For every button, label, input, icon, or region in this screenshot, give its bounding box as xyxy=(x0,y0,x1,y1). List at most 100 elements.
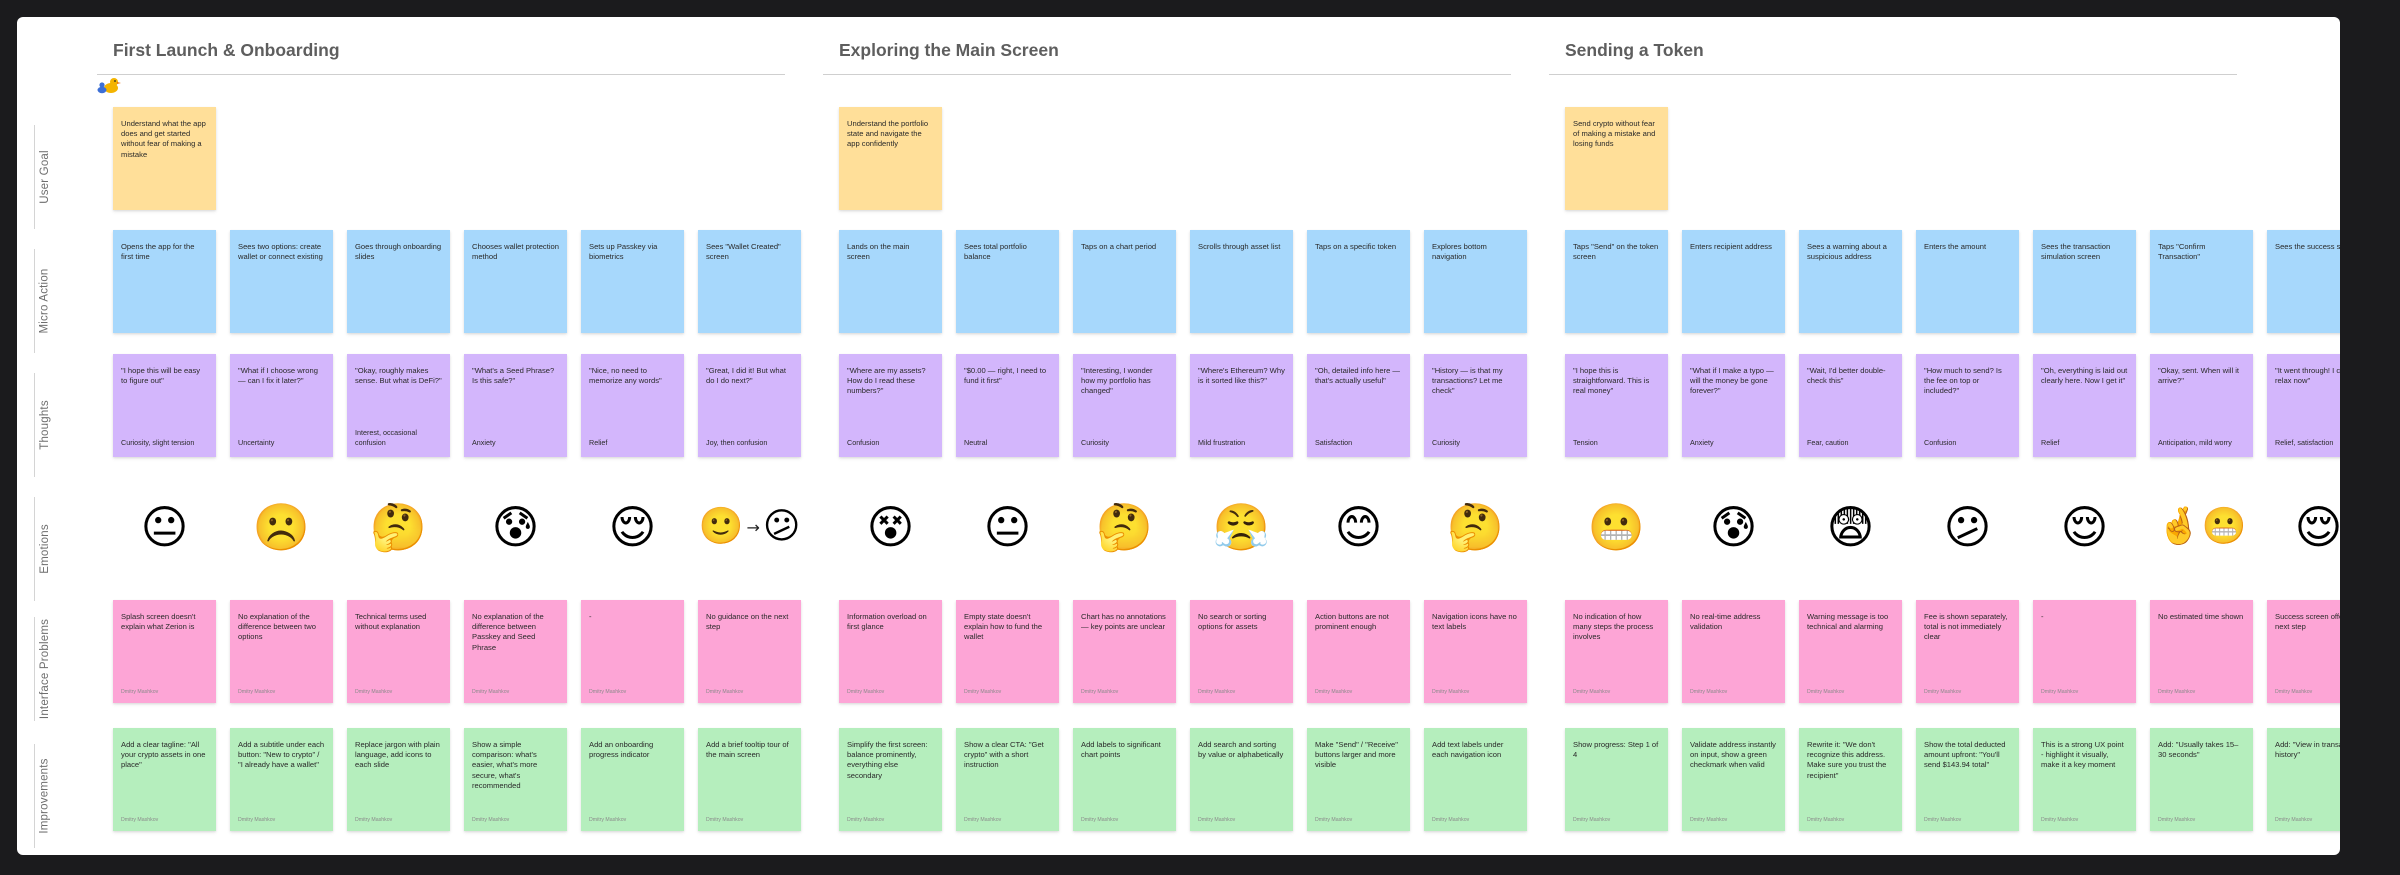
author-name: Dmitry Mashkov xyxy=(2158,689,2196,695)
row-label-text: Micro Action xyxy=(39,268,52,334)
improvement-sticky[interactable]: Show a simple comparison: what's easier,… xyxy=(464,728,567,831)
user-goal-sticky[interactable]: Understand the portfolio state and navig… xyxy=(839,107,942,210)
improvement-sticky[interactable]: Add a brief tooltip tour of the main scr… xyxy=(698,728,801,831)
thought-sticky[interactable]: "Where's Ethereum? Why is it sorted like… xyxy=(1190,354,1293,457)
thought-sticky[interactable]: "Okay, sent. When will it arrive?"Antici… xyxy=(2150,354,2253,457)
interface-problem-sticky[interactable]: No explanation of the difference between… xyxy=(230,600,333,703)
improvement-sticky[interactable]: Make "Send" / "Receive" buttons larger a… xyxy=(1307,728,1410,831)
micro-action-sticky[interactable]: Chooses wallet protection method xyxy=(464,230,567,333)
micro-action-sticky[interactable]: Enters recipient address xyxy=(1682,230,1785,333)
improvement-sticky[interactable]: Validate address instantly on input, sho… xyxy=(1682,728,1785,831)
interface-problem-sticky[interactable]: No explanation of the difference between… xyxy=(464,600,567,703)
micro-action-sticky[interactable]: Sees the success screen xyxy=(2267,230,2340,333)
sticky-text: "Nice, no need to memorize any words" xyxy=(589,366,662,386)
micro-action-sticky[interactable]: Taps "Send" on the token screen xyxy=(1565,230,1668,333)
micro-action-sticky[interactable]: Scrolls through asset list xyxy=(1190,230,1293,333)
improvement-sticky[interactable]: Add: "View in transaction history"Dmitry… xyxy=(2267,728,2340,831)
thought-sticky[interactable]: "What if I make a typo — will the money … xyxy=(1682,354,1785,457)
interface-problem-sticky[interactable]: Chart has no annotations — key points ar… xyxy=(1073,600,1176,703)
interface-problem-sticky[interactable]: No indication of how many steps the proc… xyxy=(1565,600,1668,703)
user-goal-sticky[interactable]: Send crypto without fear of making a mis… xyxy=(1565,107,1668,210)
sticky-text: Chart has no annotations — key points ar… xyxy=(1081,612,1166,632)
thought-sticky[interactable]: "Interesting, I wonder how my portfolio … xyxy=(1073,354,1176,457)
journey-map-board: User Goal Micro Action Thoughts Emotions… xyxy=(17,17,2340,855)
interface-problem-sticky[interactable]: Empty state doesn't explain how to fund … xyxy=(956,600,1059,703)
sticky-text: Simplify the first screen: balance promi… xyxy=(847,740,928,780)
thought-sticky[interactable]: "How much to send? Is the fee on top or … xyxy=(1916,354,2019,457)
thought-sticky[interactable]: "History — is that my transactions? Let … xyxy=(1424,354,1527,457)
thought-sticky[interactable]: "Wait, I'd better double-check this"Fear… xyxy=(1799,354,1902,457)
sticky-text: Sees total portfolio balance xyxy=(964,242,1027,262)
interface-problem-sticky[interactable]: Warning message is too technical and ala… xyxy=(1799,600,1902,703)
improvement-sticky[interactable]: Add a clear tagline: "All your crypto as… xyxy=(113,728,216,831)
thought-sticky[interactable]: "I hope this will be easy to figure out"… xyxy=(113,354,216,457)
improvement-sticky[interactable]: Add: "Usually takes 15–30 seconds"Dmitry… xyxy=(2150,728,2253,831)
micro-action-sticky[interactable]: Lands on the main screen xyxy=(839,230,942,333)
interface-problem-sticky[interactable]: Fee is shown separately, total is not im… xyxy=(1916,600,2019,703)
micro-action-sticky[interactable]: Opens the app for the first time xyxy=(113,230,216,333)
micro-action-sticky[interactable]: Sets up Passkey via biometrics xyxy=(581,230,684,333)
thought-sticky[interactable]: "Nice, no need to memorize any words"Rel… xyxy=(581,354,684,457)
row-label-interface-problems: Interface Problems xyxy=(34,617,55,721)
thought-sticky[interactable]: "It went through! I can relax now"Relief… xyxy=(2267,354,2340,457)
crossed-fingers-icon: 🤞 xyxy=(2156,506,2202,547)
author-name: Dmitry Mashkov xyxy=(1198,689,1236,695)
sticky-text: No explanation of the difference between… xyxy=(238,612,316,642)
thought-sticky[interactable]: "I hope this is straightforward. This is… xyxy=(1565,354,1668,457)
thought-sticky[interactable]: "Oh, detailed info here — that's actuall… xyxy=(1307,354,1410,457)
sticky-text: "$0.00 — right, I need to fund it first" xyxy=(964,366,1047,386)
improvement-sticky[interactable]: Rewrite it: "We don't recognize this add… xyxy=(1799,728,1902,831)
micro-action-sticky[interactable]: Enters the amount xyxy=(1916,230,2019,333)
thought-sticky[interactable]: "Okay, roughly makes sense. But what is … xyxy=(347,354,450,457)
sticky-text: Understand the portfolio state and navig… xyxy=(847,119,929,149)
user-goal-sticky[interactable]: Understand what the app does and get sta… xyxy=(113,107,216,210)
improvement-sticky[interactable]: This is a strong UX point - highlight it… xyxy=(2033,728,2136,831)
micro-action-sticky[interactable]: Explores bottom navigation xyxy=(1424,230,1527,333)
micro-action-sticky[interactable]: Sees a warning about a suspicious addres… xyxy=(1799,230,1902,333)
thought-sticky[interactable]: "Oh, everything is laid out clearly here… xyxy=(2033,354,2136,457)
improvement-sticky[interactable]: Add search and sorting by value or alpha… xyxy=(1190,728,1293,831)
section-divider-line xyxy=(97,74,785,75)
thought-sticky[interactable]: "What if I choose wrong — can I fix it l… xyxy=(230,354,333,457)
interface-problem-sticky[interactable]: -Dmitry Mashkov xyxy=(581,600,684,703)
improvement-sticky[interactable]: Replace jargon with plain language, add … xyxy=(347,728,450,831)
author-name: Dmitry Mashkov xyxy=(1924,817,1962,823)
improvement-sticky[interactable]: Add text labels under each navigation ic… xyxy=(1424,728,1527,831)
micro-action-sticky[interactable]: Sees the transaction simulation screen xyxy=(2033,230,2136,333)
interface-problem-sticky[interactable]: -Dmitry Mashkov xyxy=(2033,600,2136,703)
thought-sticky[interactable]: "Great, I did it! But what do I do next?… xyxy=(698,354,801,457)
micro-action-sticky[interactable]: Goes through onboarding slides xyxy=(347,230,450,333)
author-name: Dmitry Mashkov xyxy=(355,689,393,695)
micro-action-sticky[interactable]: Taps on a chart period xyxy=(1073,230,1176,333)
interface-problem-sticky[interactable]: Splash screen doesn't explain what Zerio… xyxy=(113,600,216,703)
interface-problem-sticky[interactable]: Success screen offers no next stepDmitry… xyxy=(2267,600,2340,703)
author-name: Dmitry Mashkov xyxy=(706,817,744,823)
thought-sticky[interactable]: "What's a Seed Phrase? Is this safe?"Anx… xyxy=(464,354,567,457)
author-name: Dmitry Mashkov xyxy=(589,689,627,695)
micro-action-sticky[interactable]: Sees total portfolio balance xyxy=(956,230,1059,333)
thought-sticky[interactable]: "Where are my assets? How do I read thes… xyxy=(839,354,942,457)
thought-sticky[interactable]: "$0.00 — right, I need to fund it first"… xyxy=(956,354,1059,457)
sticky-text: Add search and sorting by value or alpha… xyxy=(1198,740,1284,760)
micro-action-sticky[interactable]: Taps on a specific token xyxy=(1307,230,1410,333)
micro-action-sticky[interactable]: Sees "Wallet Created" screen xyxy=(698,230,801,333)
author-name: Dmitry Mashkov xyxy=(2275,689,2313,695)
emotion-cell: 😤 xyxy=(1190,497,1293,557)
improvement-sticky[interactable]: Show the total deducted amount upfront: … xyxy=(1916,728,2019,831)
improvement-sticky[interactable]: Show a clear CTA: "Get crypto" with a sh… xyxy=(956,728,1059,831)
improvement-sticky[interactable]: Add a subtitle under each button: "New t… xyxy=(230,728,333,831)
micro-action-sticky[interactable]: Sees two options: create wallet or conne… xyxy=(230,230,333,333)
micro-action-sticky[interactable]: Taps "Confirm Transaction" xyxy=(2150,230,2253,333)
interface-problem-sticky[interactable]: Technical terms used without explanation… xyxy=(347,600,450,703)
improvement-sticky[interactable]: Simplify the first screen: balance promi… xyxy=(839,728,942,831)
